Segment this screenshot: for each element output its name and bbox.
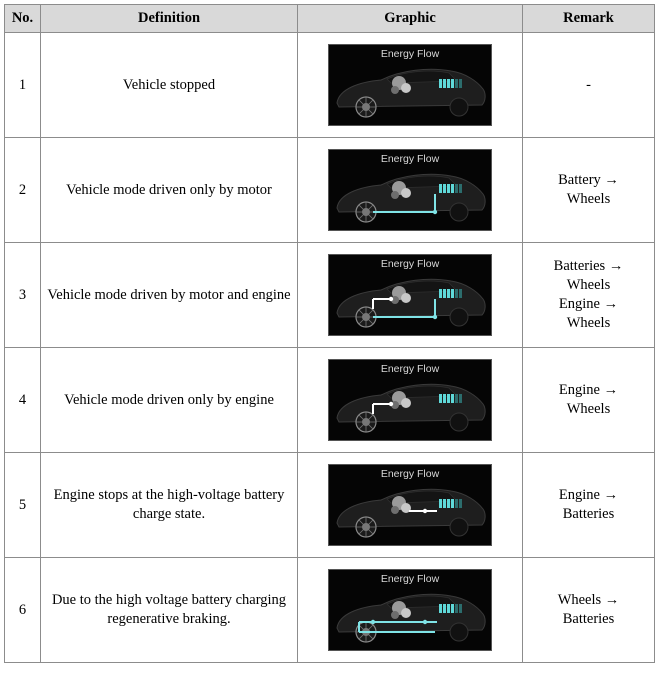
row-definition: Vehicle mode driven only by engine [40,347,298,453]
battery-icon [439,604,462,613]
remark-line: Batteries [562,506,615,522]
remark-line: Engine → [558,296,619,312]
energy-flow-graphic: Energy Flow [328,44,492,126]
header-row: No. Definition Graphic Remark [4,4,655,33]
car-icon [336,173,486,223]
table-row: 6 Due to the high voltage battery chargi… [4,557,655,663]
graphic-title: Energy Flow [380,573,440,585]
table-row: 5 Engine stops at the high-voltage batte… [4,452,655,558]
energy-flow-graphic: Energy Flow [328,569,492,651]
flow-arrow-head [388,401,394,407]
row-definition: Due to the high voltage battery charging… [40,557,298,663]
row-number: 4 [4,347,41,453]
energy-flow-graphic: Energy Flow [328,254,492,336]
header-definition: Definition [40,4,298,33]
engine-icon [391,76,411,94]
remark-line: Wheels [566,191,611,207]
remark-line: Wheels [566,315,611,331]
car-icon [336,383,486,433]
table-row: 4 Vehicle mode driven only by engine Ene… [4,347,655,453]
car-icon [336,278,486,328]
car-icon [336,593,486,643]
remark-line: Wheels [566,401,611,417]
row-graphic: Energy Flow [297,347,523,453]
row-remark: Wheels → Batteries [522,557,655,663]
engine-icon [391,181,411,199]
flow-node [432,209,438,215]
remark-line: Batteries [562,611,615,627]
remark-line: Engine → [558,487,619,503]
flow-node [370,619,376,625]
row-graphic: Energy Flow [297,242,523,348]
header-no: No. [4,4,41,33]
remark-line: - [586,76,591,93]
flow-node [432,314,438,320]
remark-line: Engine → [558,382,619,398]
row-number: 1 [4,32,41,138]
row-graphic: Energy Flow [297,32,523,138]
engine-icon [391,286,411,304]
row-number: 3 [4,242,41,348]
car-icon [336,488,486,538]
battery-icon [439,79,462,88]
row-graphic: Energy Flow [297,137,523,243]
energy-flow-graphic: Energy Flow [328,149,492,231]
header-graphic: Graphic [297,4,523,33]
row-remark: Battery → Wheels [522,137,655,243]
car-icon [336,68,486,118]
row-remark: - [522,32,655,138]
battery-icon [439,499,462,508]
battery-icon [439,394,462,403]
remark-line: Batteries → [553,258,624,274]
graphic-title: Energy Flow [380,363,440,375]
remark-line: Wheels [566,277,611,293]
energy-flow-table: No. Definition Graphic Remark 1 Vehicle … [4,4,655,663]
flow-node [422,508,428,514]
remark-line: Wheels → [557,592,620,608]
table-row: 2 Vehicle mode driven only by motor Ener… [4,137,655,243]
row-definition: Vehicle stopped [40,32,298,138]
flow-arrow-head [388,296,394,302]
graphic-title: Energy Flow [380,258,440,270]
graphic-title: Energy Flow [380,48,440,60]
row-remark: Engine → Batteries [522,452,655,558]
row-definition: Engine stops at the high-voltage battery… [40,452,298,558]
energy-flow-graphic: Energy Flow [328,464,492,546]
row-number: 6 [4,557,41,663]
row-definition: Vehicle mode driven by motor and engine [40,242,298,348]
row-remark: Engine → Wheels [522,347,655,453]
battery-icon [439,289,462,298]
battery-icon [439,184,462,193]
graphic-title: Energy Flow [380,153,440,165]
engine-icon [391,391,411,409]
engine-icon [391,601,411,619]
graphic-title: Energy Flow [380,468,440,480]
row-number: 5 [4,452,41,558]
engine-icon [391,496,411,514]
table-row: 3 Vehicle mode driven by motor and engin… [4,242,655,348]
row-graphic: Energy Flow [297,557,523,663]
flow-node [422,619,428,625]
header-remark: Remark [522,4,655,33]
row-number: 2 [4,137,41,243]
energy-flow-graphic: Energy Flow [328,359,492,441]
remark-line: Battery → [558,172,619,188]
row-definition: Vehicle mode driven only by motor [40,137,298,243]
row-graphic: Energy Flow [297,452,523,558]
table-row: 1 Vehicle stopped Energy Flow [4,32,655,138]
